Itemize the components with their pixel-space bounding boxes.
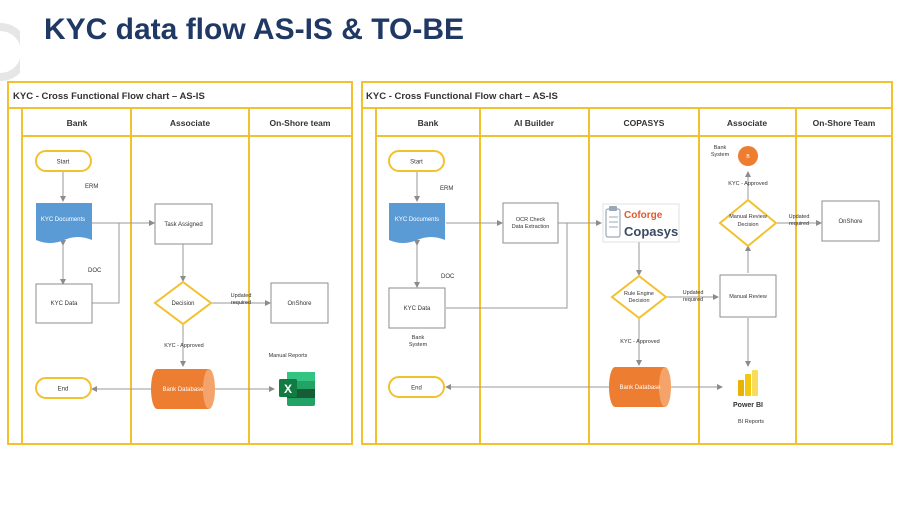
right-lane-associate: Associate [727, 118, 767, 128]
power-bi-icon [738, 370, 758, 396]
right-bank-system-label-1: Bank [412, 335, 425, 341]
right-kyc-data: KYC Data [388, 287, 446, 329]
left-decision: Decision [153, 280, 213, 326]
right-onshore: OnShore [821, 200, 880, 242]
left-end-label: End [58, 387, 69, 393]
right-manual-review-decision: Manual Review Decision [718, 198, 778, 248]
left-onshore-label: OnShore [287, 301, 312, 307]
left-connectors [60, 172, 275, 392]
right-updated2-label-2: required [789, 221, 809, 227]
left-lane-bank: Bank [67, 118, 88, 128]
coforge-wordmark: Coforge [624, 210, 663, 221]
right-bank-system-top-label-2: System [711, 152, 730, 158]
right-kyc-documents-label: KYC Documents [395, 217, 439, 223]
right-kyc-approved-label: KYC - Approved [620, 339, 659, 345]
left-kyc-data: KYC Data [35, 283, 93, 324]
right-panel-title: KYC - Cross Functional Flow chart – AS-I… [366, 91, 558, 102]
right-kyc-data-label: KYC Data [404, 306, 431, 312]
svg-text:X: X [284, 382, 292, 396]
left-bank-database-label: Bank Database [162, 387, 204, 393]
left-task-assigned: Task Assigned [154, 203, 213, 245]
right-updated2-label-1: Updated [789, 214, 810, 220]
right-bank-database-label: Bank Database [619, 385, 661, 391]
left-updated-label-1: Updated [231, 293, 252, 299]
right-start-label: Start [410, 160, 423, 166]
left-kyc-approved-label: KYC - Approved [164, 343, 203, 349]
bi-reports-label: BI Reports [738, 419, 764, 425]
right-mrd-label-1: Manual Review [729, 214, 767, 220]
right-end-label: End [411, 386, 422, 392]
right-onshore-label: OnShore [838, 219, 863, 225]
left-panel-title: KYC - Cross Functional Flow chart – AS-I… [13, 91, 205, 102]
left-lane-associate: Associate [170, 118, 210, 128]
right-rule-engine: Rule Engine Decision [610, 274, 668, 320]
right-rule-engine-label-2: Decision [628, 298, 649, 304]
left-kyc-documents: KYC Documents [36, 203, 92, 243]
right-lane-bank: Bank [418, 118, 439, 128]
right-lane-copasys: COPASYS [624, 118, 665, 128]
right-kyc-documents: KYC Documents [389, 203, 445, 243]
left-doc-label: DOC [88, 268, 102, 274]
right-start: Start [388, 150, 445, 172]
right-bank-system-top-label-1: Bank [714, 145, 727, 151]
right-bank-system-label-2: System [409, 342, 428, 348]
copasys-logo: Coforge Copasys [602, 203, 680, 243]
left-lane-onshore: On-Shore team [270, 118, 331, 128]
left-task-assigned-label: Task Assigned [164, 222, 202, 228]
right-updated-label-2: required [683, 297, 703, 303]
right-ocr-check: OCR Check Data Extraction [502, 202, 559, 244]
right-bank-system-node: B [738, 146, 758, 166]
left-start-label: Start [57, 160, 70, 166]
right-manual-review-label: Manual Review [729, 294, 767, 300]
right-erm-label: ERM [440, 186, 453, 192]
copasys-wordmark: Copasys [624, 224, 678, 239]
right-bank-database: Bank Database [609, 367, 671, 407]
power-bi-label: Power BI [733, 402, 763, 409]
right-ocr-label-1: OCR Check [516, 217, 546, 223]
right-end: End [388, 376, 445, 398]
slide-title: KYC data flow AS-IS & TO-BE [44, 13, 465, 46]
right-updated-label-1: Updated [683, 290, 704, 296]
right-mrd-label-2: Decision [737, 222, 758, 228]
left-decision-label: Decision [171, 301, 194, 307]
excel-icon: X [279, 372, 315, 406]
right-ocr-label-2: Data Extraction [512, 224, 550, 230]
left-updated-label-2: required [231, 300, 251, 306]
right-doc-label: DOC [441, 274, 455, 280]
left-erm-label: ERM [85, 184, 98, 190]
right-kyc-approved-2-label: KYC - Approved [728, 181, 767, 187]
right-rule-engine-label-1: Rule Engine [624, 291, 654, 297]
left-manual-reports-label: Manual Reports [269, 353, 308, 359]
svg-text:B: B [746, 154, 750, 160]
left-end: End [35, 377, 92, 399]
right-manual-review: Manual Review [719, 274, 777, 318]
right-lane-onshore: On-Shore Team [813, 118, 876, 128]
left-onshore: OnShore [270, 282, 329, 324]
left-start: Start [35, 150, 92, 172]
left-kyc-documents-label: KYC Documents [41, 217, 85, 223]
clipboard-icon [605, 208, 621, 238]
right-lane-ai-builder: AI Builder [514, 118, 555, 128]
left-bank-database: Bank Database [151, 369, 215, 409]
left-kyc-data-label: KYC Data [51, 301, 78, 307]
right-connectors [414, 171, 822, 390]
